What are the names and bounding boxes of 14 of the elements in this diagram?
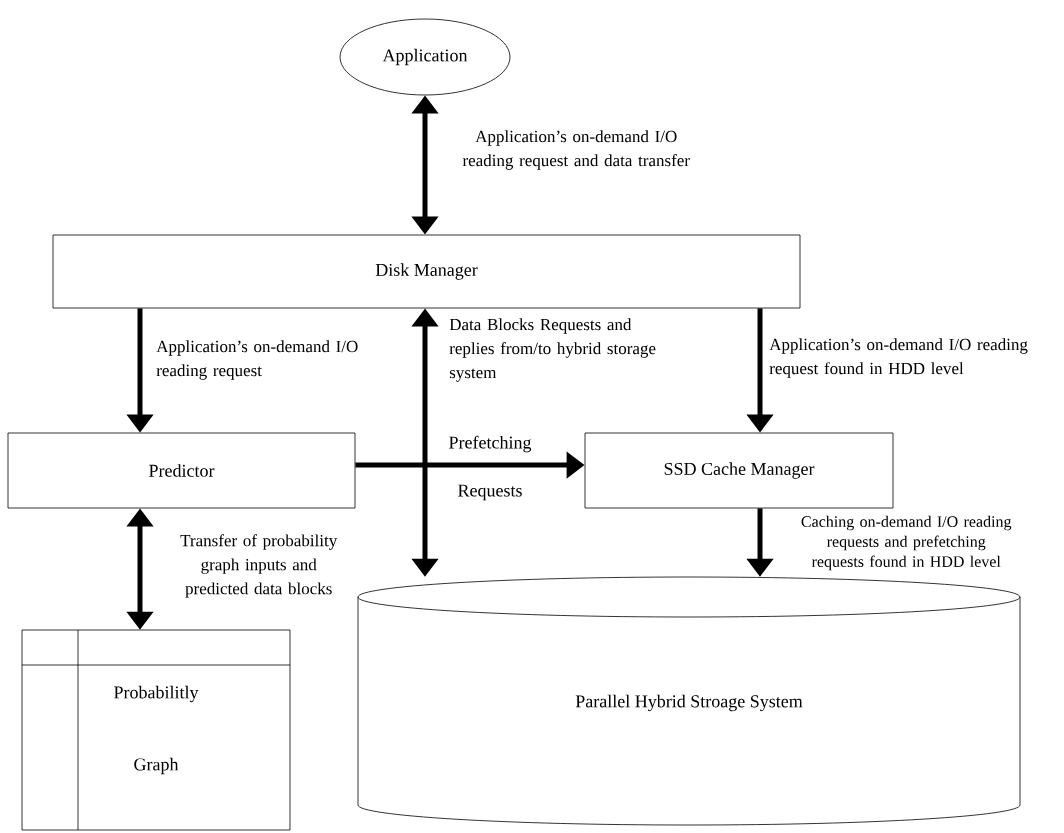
edge-label: Application’s on-demand I/O reading request and data transfer xyxy=(462,130,690,170)
edge-label: Prefetching Requests xyxy=(449,435,532,501)
edge-label: Application’s on-demand I/O reading request xyxy=(156,340,358,380)
process-box: Disk Manager xyxy=(52,234,801,309)
ellipse-node: Application xyxy=(339,18,511,96)
table-box: Probabilitly Graph xyxy=(21,629,291,831)
edge-label: Caching on-demand I/O reading requests and prefetching requests found in HDD level xyxy=(801,515,1012,571)
cylinder: Parallel Hybrid Stroage System xyxy=(357,576,1021,826)
process-box: Predictor xyxy=(7,432,356,509)
node-label: Parallel Hybrid Stroage System xyxy=(575,694,803,712)
edge-label: Transfer of probability graph inputs and predicted data blocks xyxy=(180,534,338,598)
process-box: SSD Cache Manager xyxy=(584,432,894,509)
edge-label: Application’s on-demand I/O reading request found in HDD level xyxy=(769,338,1028,378)
edge-label: Data Blocks Requests and replies from/to hybrid storage system xyxy=(449,318,656,382)
